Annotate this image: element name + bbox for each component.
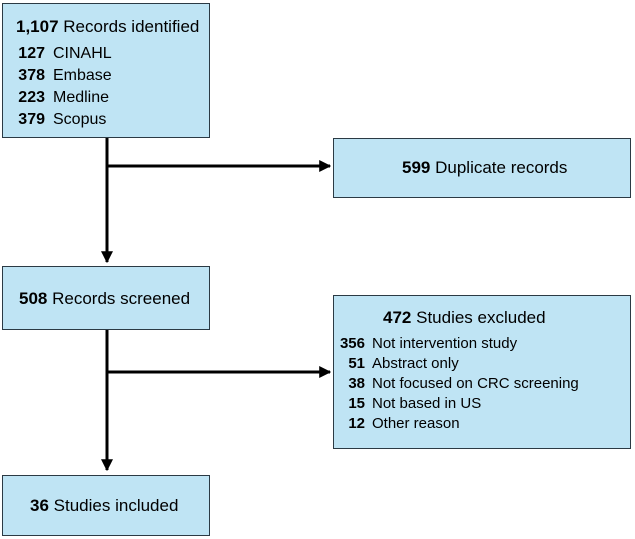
studies-included-label: Studies included (53, 496, 179, 515)
records-screened-text: 508 Records screened (19, 289, 190, 309)
records-identified-count: 1,107 (16, 17, 59, 36)
studies-included-box: 36 Studies included (2, 475, 210, 536)
duplicate-records-label: Duplicate records (435, 158, 568, 177)
records-identified-label: Records identified (63, 17, 200, 36)
records-screened-count: 508 (19, 289, 48, 308)
records-screened-box: 508 Records screened (2, 266, 210, 330)
records-screened-label: Records screened (52, 289, 191, 308)
duplicate-records-count: 599 (402, 158, 431, 177)
studies-included-count: 36 (30, 496, 49, 515)
studies-excluded-count: 472 (383, 308, 412, 327)
records-identified-title: 1,107 Records identified (16, 17, 199, 37)
duplicate-records-box: 599 Duplicate records (333, 138, 631, 198)
duplicate-records-text: 599 Duplicate records (402, 158, 567, 178)
studies-excluded-title: 472 Studies excluded (383, 308, 546, 328)
studies-excluded-label: Studies excluded (416, 308, 546, 327)
studies-included-text: 36 Studies included (30, 496, 178, 516)
